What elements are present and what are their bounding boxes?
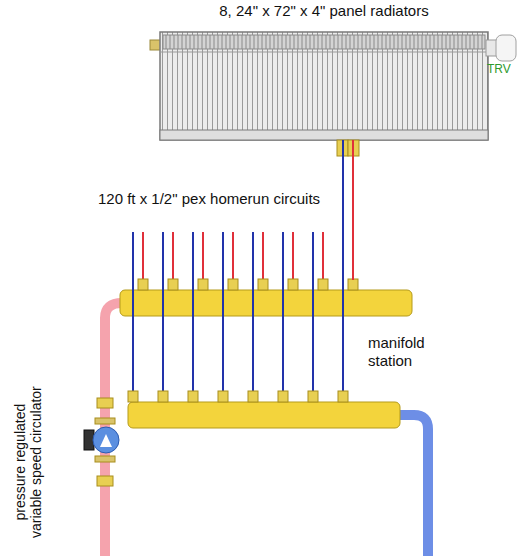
panel-radiator [150, 32, 488, 140]
return-fitting [338, 391, 348, 402]
trv-valve [486, 35, 516, 61]
pex-connector [342, 140, 344, 280]
supply-pex [172, 232, 174, 282]
return-fitting [128, 391, 138, 402]
manifold-station: manifold station [95, 280, 460, 432]
return-pex [342, 278, 344, 392]
supply-fitting [258, 279, 268, 290]
return-fitting [218, 391, 228, 402]
return-fitting [248, 391, 258, 402]
return-pex [132, 232, 134, 392]
return-pex [222, 232, 224, 392]
supply-pex [262, 232, 264, 282]
return-pipe [398, 415, 428, 556]
supply-fitting [228, 279, 238, 290]
supply-fitting [198, 279, 208, 290]
trv-label: TRV [487, 63, 511, 77]
return-pex [192, 232, 194, 392]
supply-pex [322, 232, 324, 282]
return-fitting [188, 391, 198, 402]
supply-fitting [288, 279, 298, 290]
pex-connector [352, 140, 354, 280]
manifold-label: manifold station [368, 334, 452, 370]
return-fitting [278, 391, 288, 402]
return-pex [312, 232, 314, 392]
pex-label: 120 ft x 1/2" pex homerun circuits [96, 190, 322, 207]
supply-fitting [138, 279, 148, 290]
supply-fitting [168, 279, 178, 290]
radiator-box: 8, 24" x 72" x 4" panel radiators [160, 32, 488, 140]
circulator-label: pressure regulated variable speed circul… [12, 380, 44, 545]
supply-pex [142, 232, 144, 282]
supply-pex [292, 232, 294, 282]
radiator-heading: 8, 24" x 72" x 4" panel radiators [140, 2, 508, 20]
return-fitting [308, 391, 318, 402]
return-header [128, 402, 400, 428]
return-fitting [158, 391, 168, 402]
return-pex [162, 232, 164, 392]
supply-pex [202, 232, 204, 282]
supply-pex [232, 232, 234, 282]
supply-fitting [348, 279, 358, 290]
pex-circuits [128, 232, 358, 402]
radiator-valves [337, 140, 359, 156]
return-pex [282, 232, 284, 392]
circulator-pump [84, 398, 119, 486]
return-pex [252, 232, 254, 392]
supply-fitting [318, 279, 328, 290]
